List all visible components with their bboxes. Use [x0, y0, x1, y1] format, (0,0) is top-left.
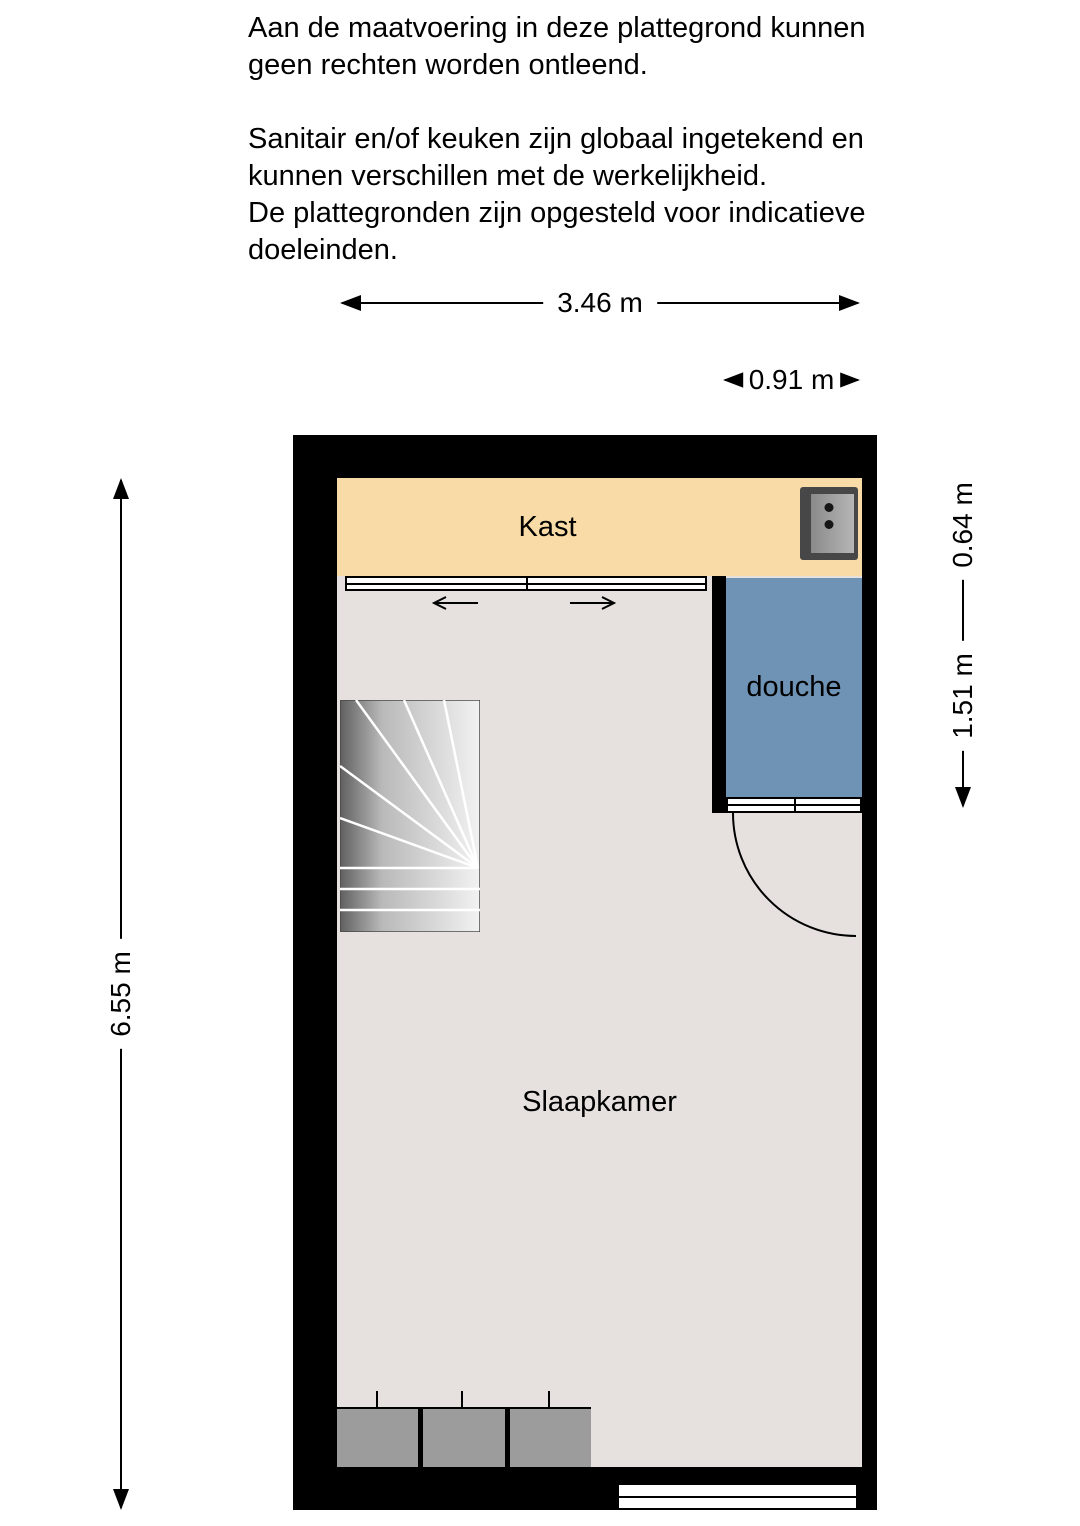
window-line	[619, 1495, 856, 1498]
closet-box	[509, 1409, 591, 1467]
stairs-icon	[340, 700, 480, 932]
shower-label: douche	[746, 671, 842, 703]
disclaimer: Aan de maatvoering in deze plattegrond k…	[248, 10, 916, 269]
boiler-unit-icon	[800, 487, 858, 560]
arrowhead-right-icon	[839, 295, 860, 311]
arrowhead-left-icon	[340, 295, 361, 311]
screen-divider	[794, 799, 796, 811]
window	[617, 1483, 858, 1510]
closet-box	[337, 1409, 419, 1467]
disclaimer-line-3: De plattegronden zijn opgesteld voor ind…	[248, 197, 866, 266]
disclaimer-line-1: Aan de maatvoering in deze plattegrond k…	[248, 12, 866, 81]
closet-marker	[376, 1391, 378, 1407]
dimension-height-closet-label: 0.64 m	[947, 470, 979, 580]
closet-box	[423, 1409, 505, 1467]
closet-label: Kast	[518, 510, 577, 543]
dimension-height-total: 6.55 m	[105, 478, 137, 1510]
dimension-height-shower-label: 1.51 m	[947, 641, 979, 751]
arrowhead-left-icon	[723, 372, 744, 388]
dimension-width-shower-label: 0.91 m	[742, 364, 841, 396]
sliding-direction-arrows-icon	[431, 596, 617, 610]
boiler-dot	[824, 520, 834, 529]
door-swing-icon	[732, 813, 857, 937]
dimension-width-shower: 0.91 m	[723, 364, 860, 396]
arrowhead-up-icon	[113, 478, 129, 499]
shower-screen	[726, 797, 862, 813]
sliding-door-track	[345, 576, 707, 591]
closet-marker	[548, 1391, 550, 1407]
floorplan: Slaapkamer Kast douche	[293, 435, 877, 1510]
shower-area: douche	[726, 578, 862, 797]
dimension-height-right: 0.64 m 1.51 m	[947, 470, 979, 808]
bedroom-label: Slaapkamer	[522, 1086, 677, 1118]
arrowhead-down-icon	[955, 787, 971, 808]
dimension-width-total: 3.46 m	[340, 287, 860, 319]
dimension-width-total-label: 3.46 m	[543, 287, 657, 319]
track-divider	[526, 578, 528, 589]
arrowhead-down-icon	[113, 1489, 129, 1510]
arrowhead-right-icon	[839, 372, 860, 388]
built-in-closets	[337, 1407, 591, 1467]
shower-wall	[712, 576, 726, 813]
disclaimer-line-2: Sanitair en/of keuken zijn globaal inget…	[248, 123, 864, 192]
boiler-dot	[824, 503, 834, 512]
closet-marker	[461, 1391, 463, 1407]
closet-area: Kast	[337, 478, 862, 576]
dimension-height-total-label: 6.55 m	[105, 939, 137, 1049]
